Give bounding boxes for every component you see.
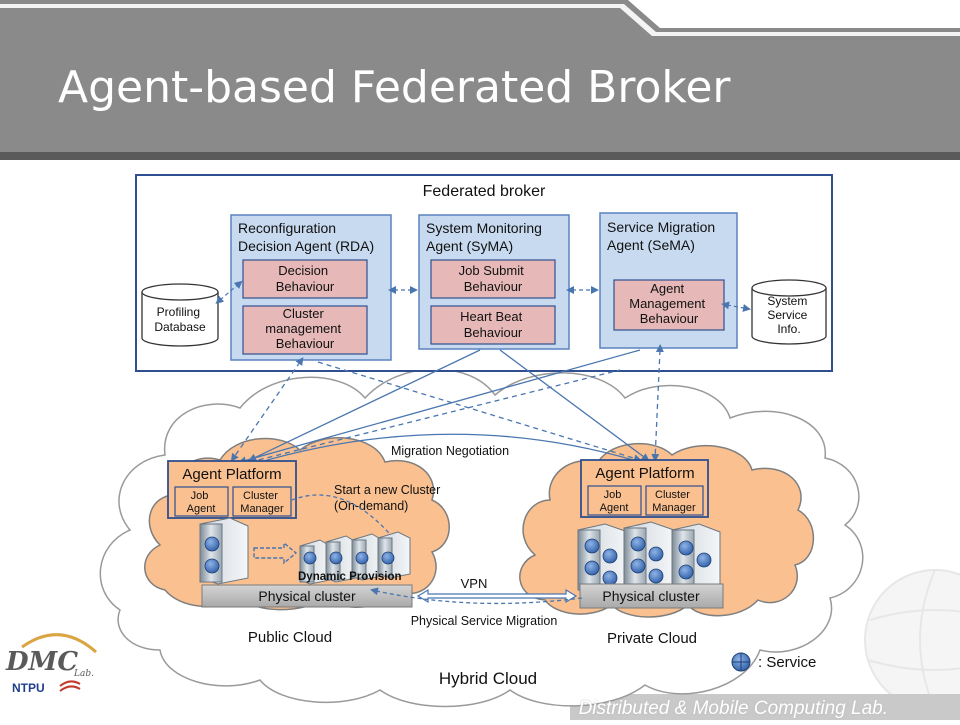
federated-broker-title: Federated broker <box>423 183 546 200</box>
syma-title: System Monitoring Agent (SyMA) <box>426 220 546 254</box>
header-band <box>0 0 960 160</box>
broker-arrows <box>215 280 751 312</box>
agent-management-behaviour-label: Agent Management Behaviour <box>629 281 709 326</box>
private-agent-platform-label: Agent Platform <box>595 465 694 482</box>
logo-lab: Lab. <box>73 669 94 679</box>
logo-mark: DMC <box>5 647 78 677</box>
dynamic-provision-servers <box>299 531 411 585</box>
service-icon <box>630 558 646 574</box>
globe-watermark <box>864 569 960 711</box>
service-icon <box>355 551 369 565</box>
provision-arrow <box>253 541 298 565</box>
profiling-database-label: Profiling Database <box>154 305 206 334</box>
private-cluster-manager-box <box>645 485 704 516</box>
profiling-database-cylinder: Profiling Database <box>141 283 219 347</box>
service-icon <box>204 558 220 574</box>
dmc-logo: DMC Lab. NTPU <box>0 627 108 700</box>
sema-title: Service Migration Agent (SeMA) <box>607 219 719 253</box>
private-job-agent-label: Job Agent <box>600 489 629 514</box>
slide-title: Agent-based Federated Broker <box>58 62 731 113</box>
private-cloud-label: Private Cloud <box>607 630 697 647</box>
private-job-agent-box <box>587 485 642 516</box>
public-agent-platform-label: Agent Platform <box>182 466 281 483</box>
public-cluster-manager-label: Cluster Manager <box>240 490 284 515</box>
footer-bar <box>570 694 960 720</box>
service-icon <box>584 538 600 554</box>
service-icon <box>630 536 646 552</box>
service-icon <box>602 570 618 586</box>
service-icon <box>329 551 343 565</box>
system-service-info-label: System Service Info. <box>767 294 810 336</box>
private-physical-cluster-label: Physical cluster <box>602 588 700 604</box>
cluster-management-behaviour-box <box>242 305 368 355</box>
service-icon <box>381 551 395 565</box>
public-job-agent-box <box>174 486 229 517</box>
physical-service-migration-label: Physical Service Migration <box>411 614 558 628</box>
public-cluster-manager-box <box>232 486 292 517</box>
service-icon <box>204 536 220 552</box>
start-new-cluster-label: Start a new Cluster (On-demand) <box>334 483 444 513</box>
public-cloud-label: Public Cloud <box>248 629 332 646</box>
decision-behaviour-label: Decision Behaviour <box>276 263 335 294</box>
heart-beat-behaviour-label: Heart Beat Behaviour <box>460 309 526 340</box>
vpn-label: VPN <box>461 576 488 591</box>
service-icon <box>678 564 694 580</box>
rda-title: Reconfiguration Decision Agent (RDA) <box>238 220 374 254</box>
hybrid-cloud-label: Hybrid Cloud <box>439 669 537 688</box>
service-icon <box>696 552 712 568</box>
cluster-management-behaviour-label: Cluster management Behaviour <box>265 306 345 351</box>
service-icon <box>648 546 664 562</box>
footer-lab-name: Distributed & Mobile Computing Lab. <box>578 698 888 719</box>
public-job-agent-label: Job Agent <box>187 490 216 515</box>
broker-platform-arrows <box>230 344 664 465</box>
private-cluster-manager-label: Cluster Manager <box>652 489 696 514</box>
migration-negotiation-arrow <box>249 433 642 466</box>
service-icon <box>648 568 664 584</box>
system-service-info-cylinder: System Service Info. <box>751 279 827 345</box>
job-submit-behaviour-label: Job Submit Behaviour <box>459 263 528 294</box>
public-physical-cluster-bar <box>201 584 413 608</box>
migration-negotiation-label: Migration Negotiation <box>391 444 509 458</box>
private-servers <box>577 521 721 593</box>
service-icon <box>602 548 618 564</box>
logo-org: NTPU <box>12 681 45 695</box>
service-legend-label: : Service <box>758 654 816 671</box>
public-physical-cluster-label: Physical cluster <box>258 588 356 604</box>
service-icon <box>678 540 694 556</box>
service-icon <box>303 551 317 565</box>
public-server <box>199 517 249 585</box>
job-submit-behaviour-box <box>430 259 556 299</box>
private-physical-cluster-bar <box>579 583 724 609</box>
physical-service-migration-arrow <box>370 587 583 605</box>
heart-beat-behaviour-box <box>430 305 556 345</box>
decision-behaviour-box <box>242 259 368 299</box>
service-icon <box>584 560 600 576</box>
dynamic-provision-label: Dynamic Provision <box>298 571 402 583</box>
